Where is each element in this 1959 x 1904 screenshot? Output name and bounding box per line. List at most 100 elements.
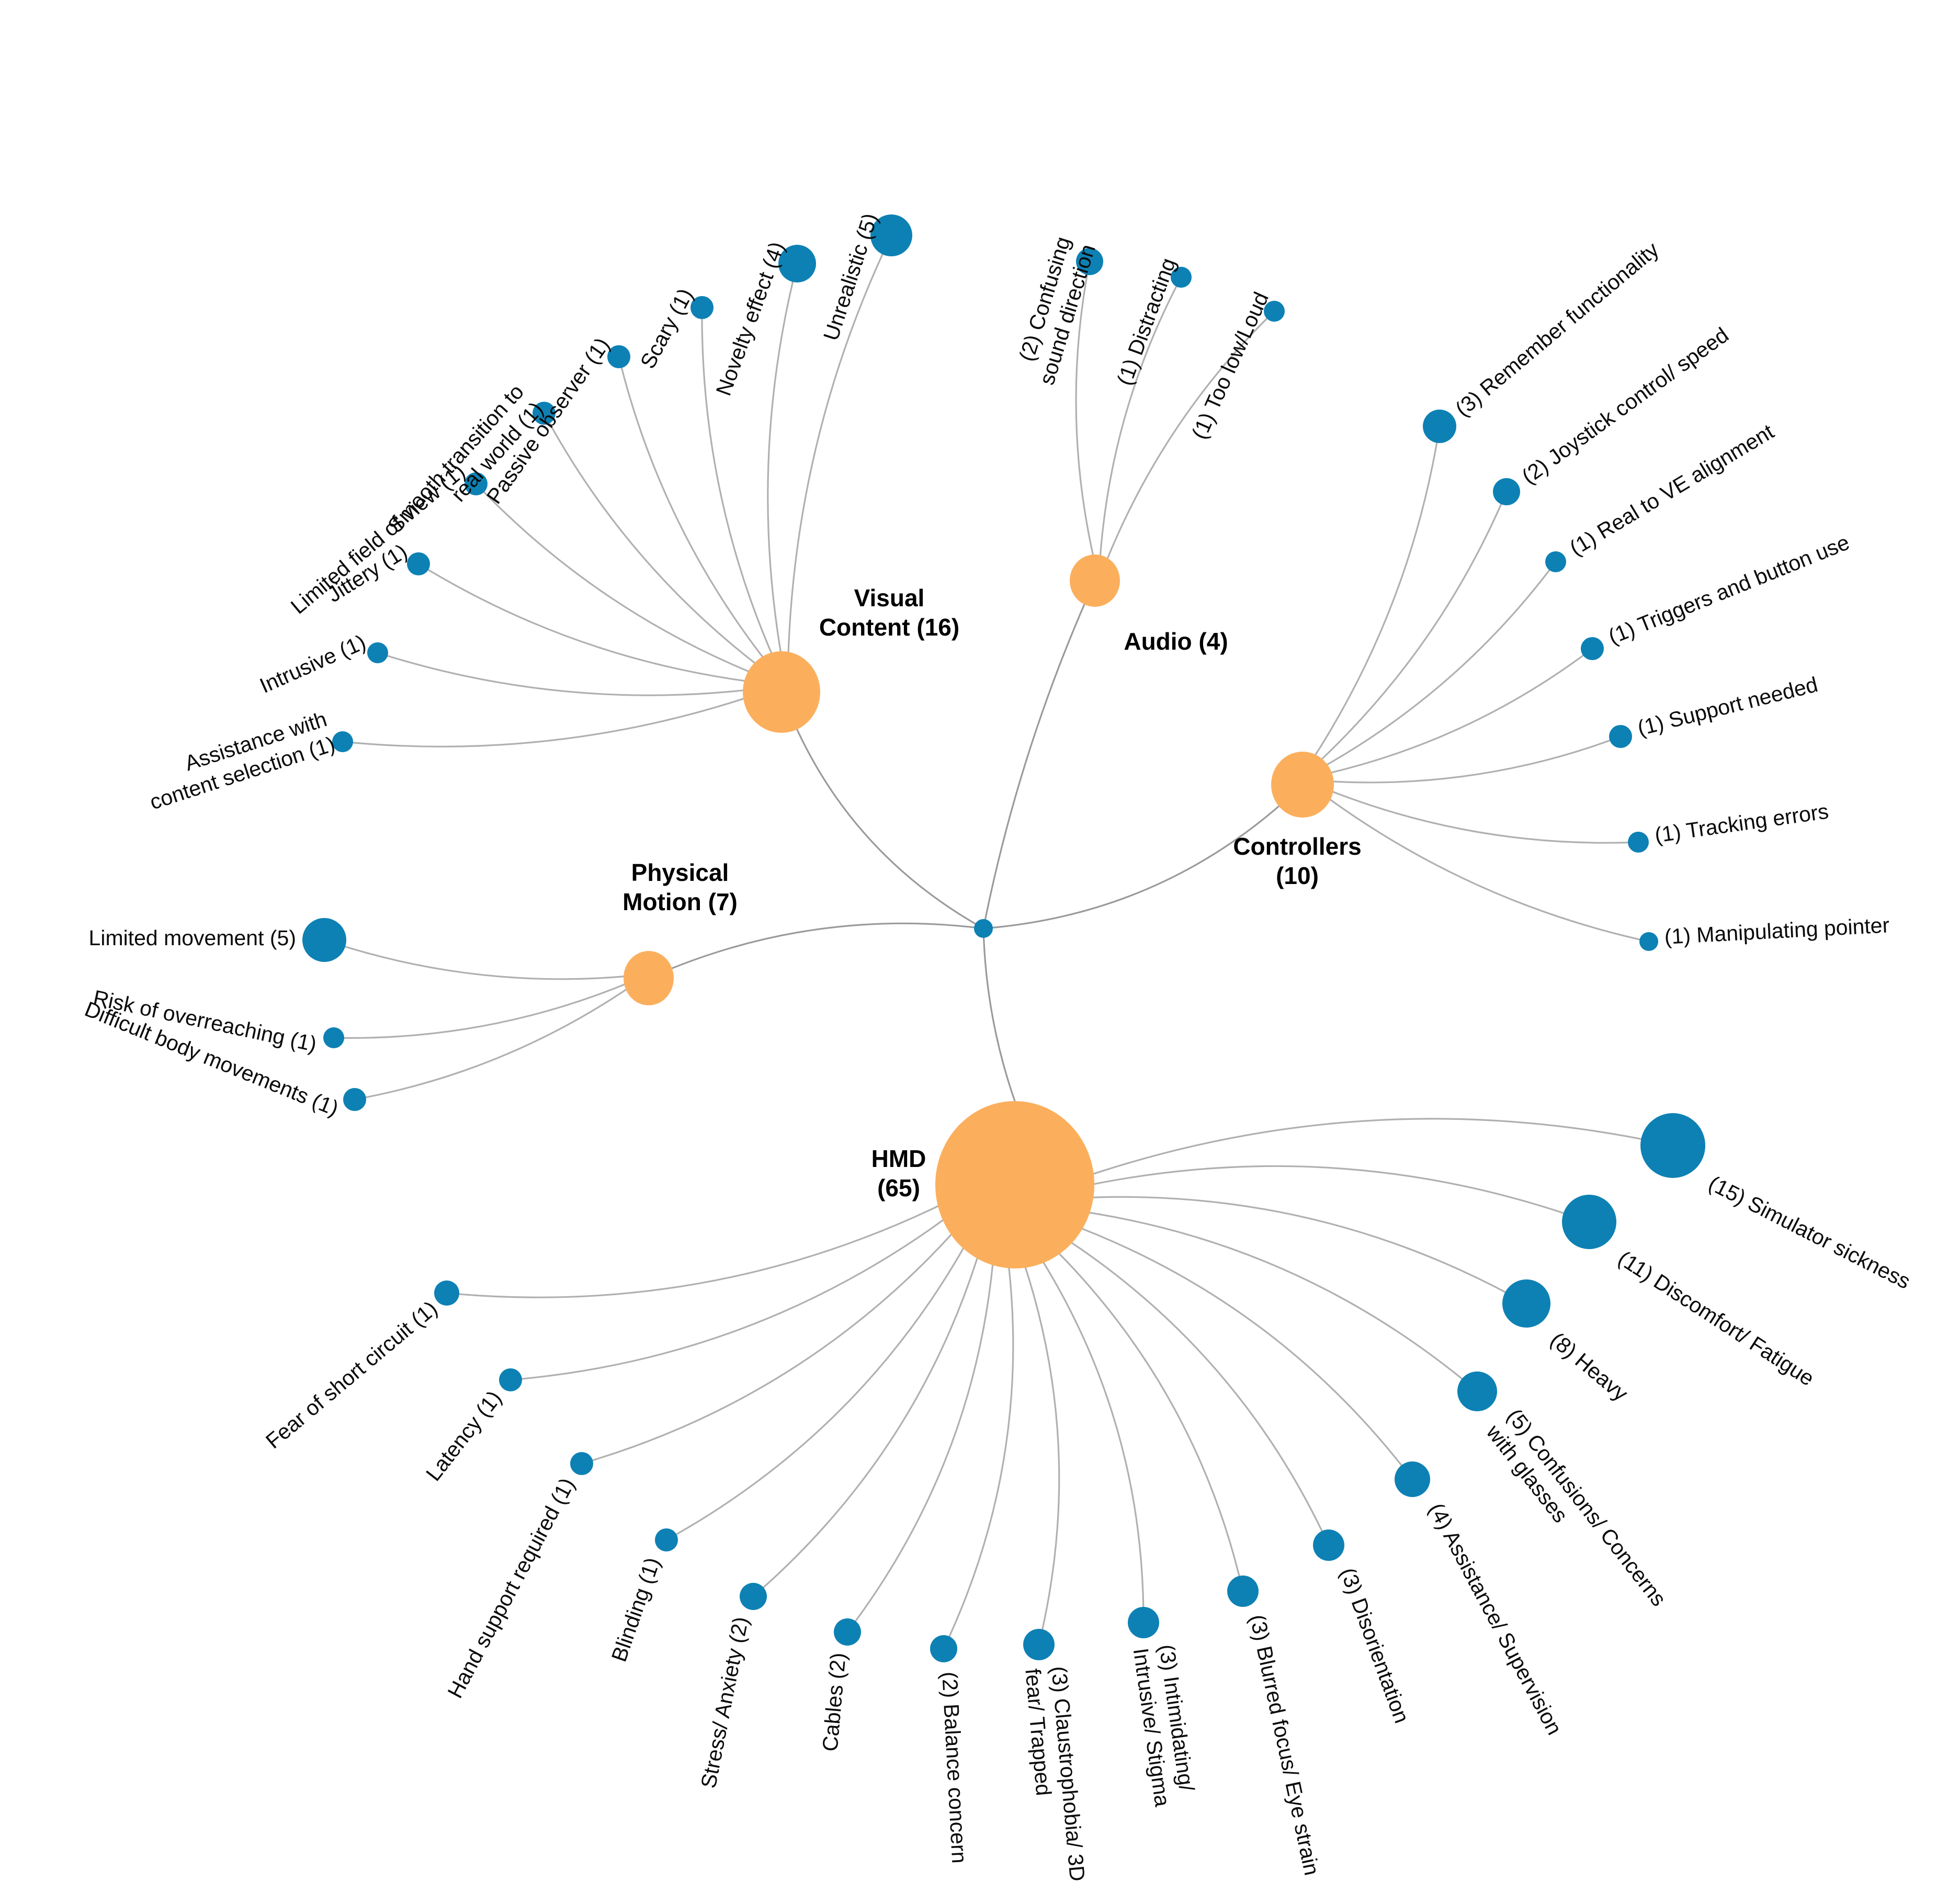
category-label-controllers: (10) — [1276, 862, 1319, 889]
edge-visual-leaf-4 — [543, 413, 764, 671]
leaf-node[interactable] — [570, 1452, 593, 1475]
edge-hmd-leaf-22 — [1071, 1118, 1673, 1182]
edge-hmd-leaf-34 — [666, 1227, 976, 1541]
category-label-hmd: (65) — [877, 1174, 920, 1202]
leaf-label-line: (8) Heavy — [1546, 1328, 1633, 1406]
edge-visual-leaf-8 — [342, 694, 754, 747]
edge-controllers-leaf-18 — [1322, 794, 1649, 943]
leaf-node[interactable] — [367, 642, 388, 663]
leaf-node[interactable] — [499, 1368, 522, 1391]
edge-visual-leaf-6 — [418, 563, 755, 683]
leaf-label: (1) Distracting — [1112, 255, 1180, 389]
category-node-motion[interactable] — [624, 951, 674, 1005]
leaf-label: (11) Discomfort/ Fatigue — [1614, 1246, 1818, 1390]
leaf-label-line: (5) Confusions/ Concerns — [1502, 1404, 1671, 1611]
leaf-node[interactable] — [1171, 267, 1192, 288]
leaf-node[interactable] — [1639, 932, 1658, 951]
category-label-motion: Motion (7) — [622, 888, 738, 915]
leaf-node[interactable] — [1227, 1576, 1259, 1607]
leaf-node[interactable] — [407, 552, 430, 575]
leaf-node[interactable] — [778, 245, 816, 282]
leaf-label-line: (1) Too low/Loud — [1187, 288, 1273, 443]
leaf-node[interactable] — [1502, 1279, 1550, 1328]
edge-visual-leaf-2 — [701, 307, 777, 664]
leaf-node[interactable] — [1423, 410, 1456, 443]
edge-visual-leaf-3 — [618, 356, 770, 666]
leaf-node[interactable] — [1628, 832, 1649, 853]
leaf-node[interactable] — [533, 402, 556, 425]
leaf-node[interactable] — [1023, 1629, 1055, 1660]
edge-hmd-leaf-28 — [1042, 1237, 1244, 1592]
leaf-label: (1) Support needed — [1635, 672, 1820, 740]
edge-hmd-leaf-27 — [1052, 1229, 1330, 1546]
edge-controllers-leaf-15 — [1322, 648, 1593, 776]
leaf-label-line: Fear of short circuit (1) — [261, 1296, 441, 1453]
leaf-node[interactable] — [1493, 478, 1520, 505]
leaf-label: Intrusive (1) — [256, 630, 369, 698]
edge-hmd-leaf-23 — [1071, 1165, 1590, 1223]
edge-hmd-leaf-29 — [1030, 1242, 1145, 1623]
leaf-node[interactable] — [1313, 1529, 1344, 1561]
leaf-node[interactable] — [690, 296, 714, 319]
leaf-node[interactable] — [655, 1528, 678, 1551]
leaf-label-line: Limited field of view (1) — [286, 459, 470, 619]
leaf-node[interactable] — [1076, 248, 1103, 275]
leaf-node[interactable] — [1457, 1372, 1497, 1411]
leaf-node[interactable] — [1609, 725, 1632, 748]
edge-hmd-leaf-30 — [1017, 1244, 1060, 1645]
leaf-node[interactable] — [332, 731, 353, 752]
leaf-label-line: (3) Disorientation — [1335, 1565, 1414, 1726]
leaf-label: (1) Too low/Loud — [1187, 288, 1273, 443]
category-node-hmd[interactable] — [935, 1101, 1094, 1268]
leaf-node[interactable] — [607, 345, 630, 368]
edge-motion-leaf-19 — [324, 939, 631, 980]
edge-controllers-leaf-17 — [1324, 788, 1639, 844]
category-node-visual[interactable] — [743, 651, 820, 733]
leaf-label-line: Blinding (1) — [607, 1554, 665, 1664]
leaf-label-line: (2) Balance concern — [937, 1671, 971, 1864]
leaf-node[interactable] — [1128, 1607, 1159, 1638]
leaf-label: Limited field of view (1) — [286, 459, 470, 619]
leaf-label: (2) Balance concern — [937, 1671, 971, 1864]
leaf-label-line: Cables (2) — [818, 1652, 850, 1752]
leaf-label: Scary (1) — [636, 285, 698, 372]
leaf-node[interactable] — [1264, 301, 1285, 322]
leaf-label: Limited movement (5) — [89, 926, 296, 950]
leaf-label-line: Limited movement (5) — [89, 926, 296, 950]
leaf-node[interactable] — [740, 1583, 767, 1610]
leaf-label-line: (3) Blurred focus/ Eye strain — [1245, 1613, 1324, 1878]
leaf-node[interactable] — [870, 214, 912, 256]
leaf-label: (8) Heavy — [1546, 1328, 1633, 1406]
category-label-controllers: Controllers — [1233, 833, 1361, 860]
leaf-label-line: (11) Discomfort/ Fatigue — [1614, 1246, 1818, 1390]
leaf-label: (3) Intimidating/Intrusive/ Stigma — [1129, 1643, 1199, 1808]
leaf-node[interactable] — [434, 1280, 459, 1306]
leaf-node[interactable] — [1545, 551, 1566, 572]
leaf-label-line: (1) Support needed — [1635, 672, 1820, 740]
category-label-visual: Content (16) — [819, 614, 959, 641]
leaf-label-line: (1) Tracking errors — [1653, 799, 1830, 847]
leaf-node[interactable] — [834, 1618, 861, 1646]
leaf-node[interactable] — [465, 472, 488, 495]
leaf-node[interactable] — [1640, 1113, 1705, 1178]
edge-hmd-leaf-36 — [510, 1206, 962, 1381]
leaf-label: (3) Disorientation — [1335, 1565, 1414, 1726]
leaf-node[interactable] — [323, 1027, 344, 1048]
leaf-node[interactable] — [1562, 1195, 1616, 1249]
leaf-node[interactable] — [1581, 637, 1604, 660]
edge-audio-leaf-9 — [1075, 261, 1095, 562]
leaf-node[interactable] — [1395, 1461, 1430, 1497]
edge-audio-leaf-10 — [1099, 277, 1182, 563]
leaf-label-line: Hand support required (1) — [443, 1474, 579, 1702]
leaf-node[interactable] — [343, 1088, 366, 1111]
leaf-node[interactable] — [302, 918, 346, 962]
junction-node[interactable] — [974, 919, 993, 938]
leaf-node[interactable] — [930, 1635, 957, 1662]
category-node-controllers[interactable] — [1271, 752, 1334, 818]
category-node-audio[interactable] — [1070, 554, 1120, 607]
leaf-label: Hand support required (1) — [443, 1474, 579, 1702]
edge-controllers-leaf-12 — [1310, 426, 1441, 763]
edge-hub-motion — [648, 922, 984, 979]
